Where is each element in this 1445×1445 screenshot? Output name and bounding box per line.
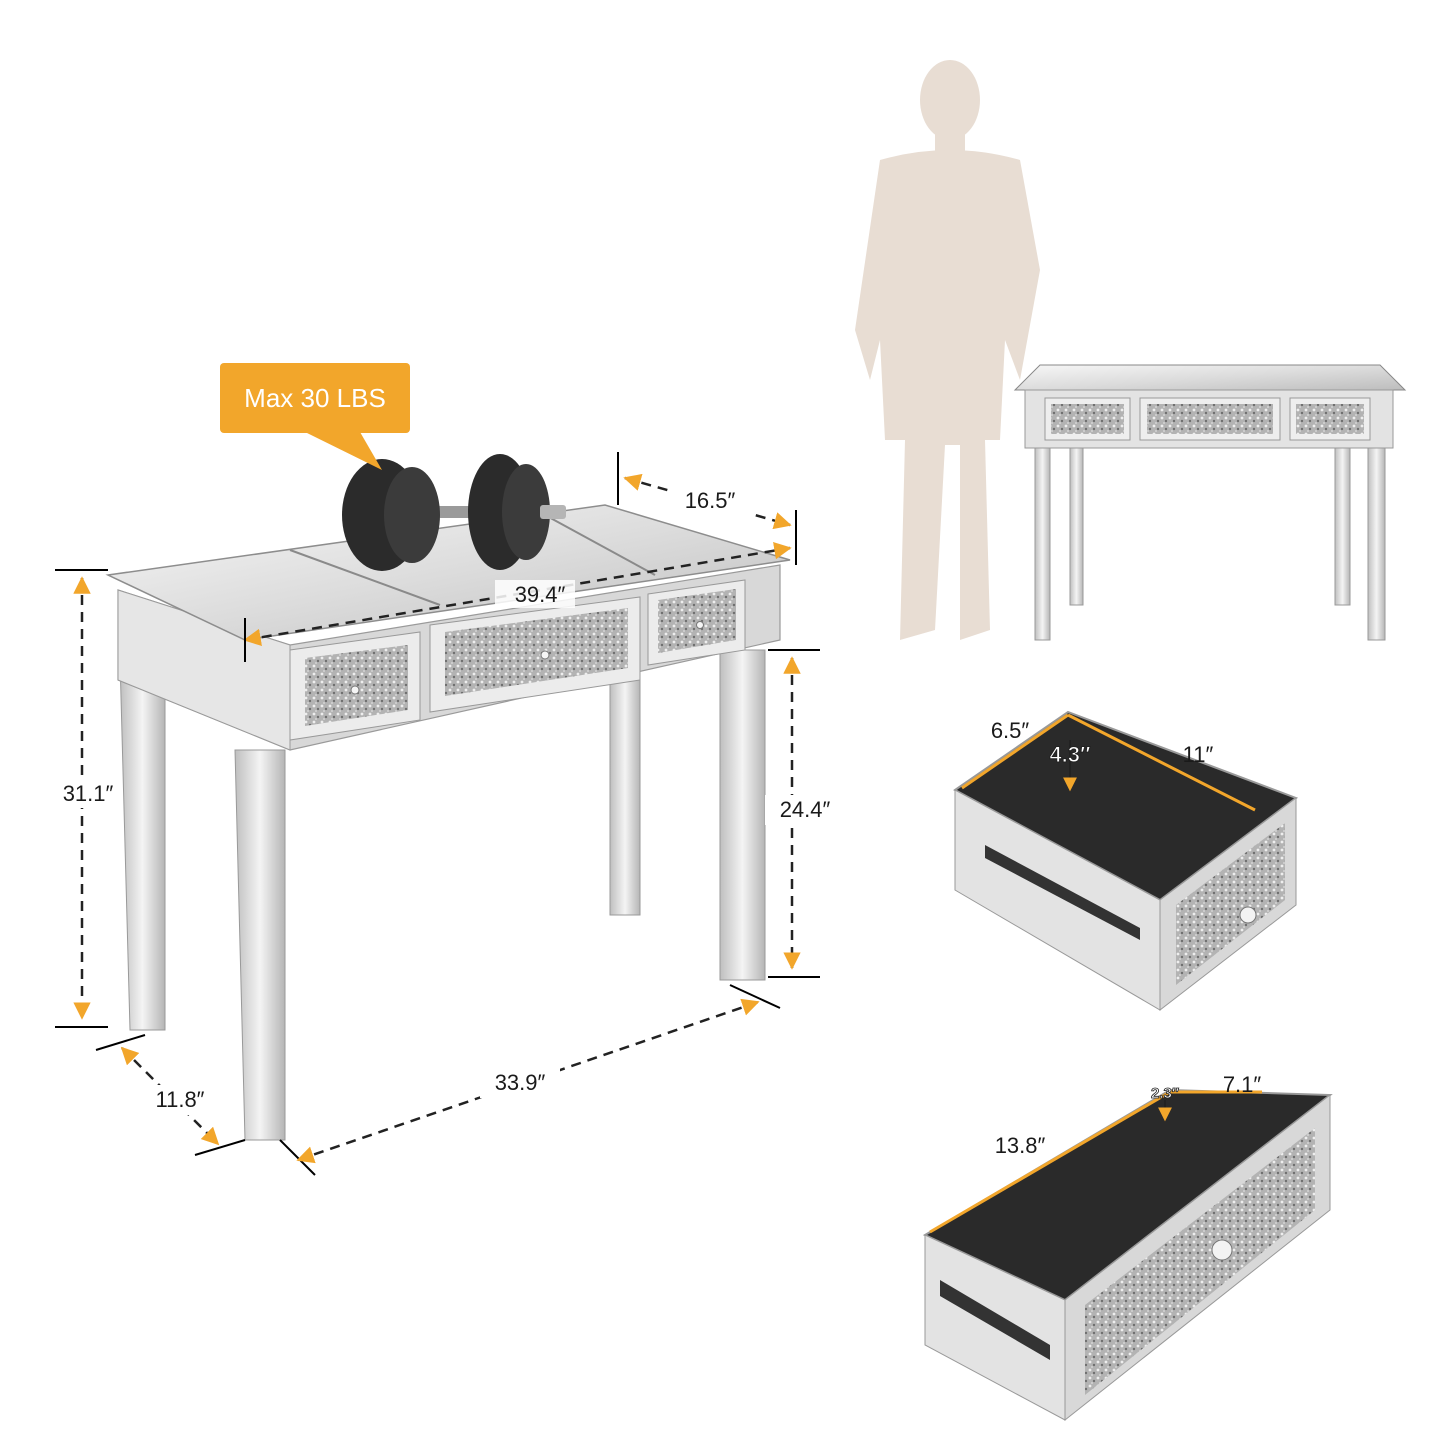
drawer-center-front: [429, 596, 641, 713]
width-top-label: 39.4″: [515, 582, 566, 607]
height-total-label: 31.1″: [63, 781, 114, 806]
drawer-right-front: [647, 579, 746, 666]
depth-top-label: 16.5″: [685, 488, 736, 513]
weight-badge-text: Max 30 LBS: [244, 383, 386, 413]
drawer-large: [922, 1088, 1333, 1422]
weight-badge: Max 30 LBS: [220, 363, 410, 470]
person-silhouette-icon: [855, 60, 1040, 640]
width-bottom-label: 33.9″: [495, 1070, 546, 1095]
depth-bottom-label: 11.8″: [156, 1087, 205, 1112]
drawer-small-height-label: 4.3″: [1049, 742, 1091, 767]
main-table: [105, 504, 791, 1141]
drawer-small-depth-label: 6.5″: [991, 718, 1030, 743]
drawer-large-width-label: 7.1″: [1223, 1072, 1262, 1097]
drawer-small-length-label: 11″: [1183, 742, 1214, 767]
leg-clearance-label: 24.4″: [780, 797, 831, 822]
drawer-large-length-label: 13.8″: [995, 1133, 1046, 1158]
drawer-small: [953, 710, 1299, 1012]
drawer-left-front: [289, 631, 421, 741]
table-thumbnail: [1013, 364, 1407, 641]
drawer-large-height-label: 2.3″: [1151, 1085, 1179, 1102]
